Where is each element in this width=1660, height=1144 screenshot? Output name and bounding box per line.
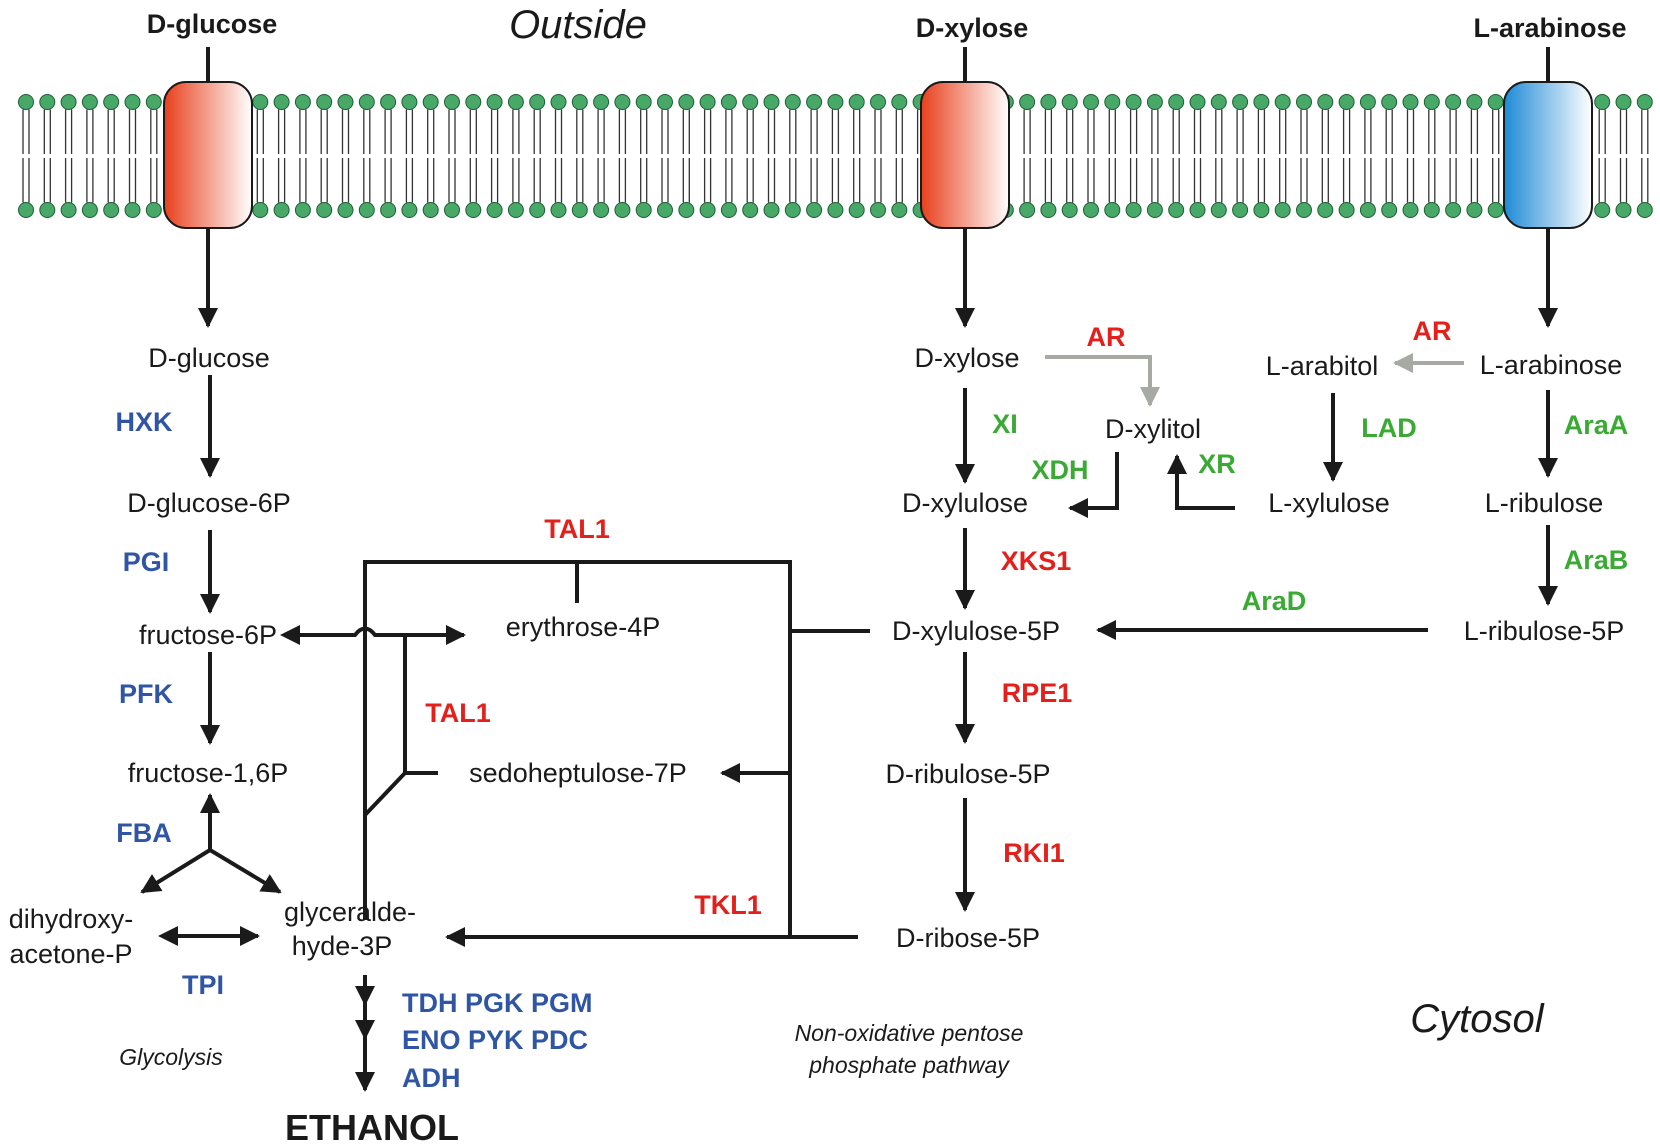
enzyme-pgi: PGI: [123, 547, 170, 577]
cell-membrane: [18, 94, 1653, 218]
metabolite-d-ribose-5p: D-ribose-5P: [896, 923, 1040, 953]
enzyme-xi: XI: [992, 409, 1018, 439]
enzyme-xdh: XDH: [1031, 455, 1088, 485]
enzyme-arab: AraB: [1564, 545, 1629, 575]
metabolite-dhap-line1: dihydroxy-: [9, 904, 134, 934]
cytosol-label: Cytosol: [1410, 997, 1544, 1041]
enzyme-rpe1: RPE1: [1002, 678, 1073, 708]
enzymes: HXK PGI PFK FBA TPI TDH PGK PGM ENO PYK …: [115, 316, 1628, 1093]
metabolite-d-xylulose: D-xylulose: [902, 488, 1028, 518]
enzyme-tal1-top: TAL1: [544, 514, 610, 544]
metabolite-l-xylulose: L-xylulose: [1268, 488, 1390, 518]
enzyme-ar-arabinose: AR: [1413, 316, 1452, 346]
enzyme-xks1: XKS1: [1001, 546, 1072, 576]
enzyme-pfk: PFK: [119, 679, 174, 709]
glycolysis-label: Glycolysis: [119, 1044, 223, 1070]
metabolite-d-xylitol: D-xylitol: [1105, 414, 1201, 444]
glucose-transporter: [163, 47, 253, 229]
arabinose-transporter: [1503, 47, 1593, 229]
enzyme-xr: XR: [1198, 449, 1236, 479]
reaction-arrows: [140, 228, 1558, 1092]
metabolite-glucose-6p: D-glucose-6P: [127, 488, 291, 518]
enzyme-lower-line1: TDH PGK PGM: [402, 988, 593, 1018]
metabolite-erythrose-4p: erythrose-4P: [506, 612, 661, 642]
metabolite-dhap-line2: acetone-P: [9, 939, 132, 969]
enzyme-lower-line2: ENO PYK PDC: [402, 1025, 588, 1055]
enzyme-rki1: RKI1: [1003, 838, 1065, 868]
metabolite-d-glucose: D-glucose: [148, 343, 270, 373]
enzyme-tpi: TPI: [182, 970, 224, 1000]
metabolite-d-ribulose-5p: D-ribulose-5P: [885, 759, 1050, 789]
ethanol-product: ETHANOL: [285, 1107, 459, 1144]
metabolite-l-ribulose: L-ribulose: [1485, 488, 1604, 518]
metabolite-d-xylulose-5p: D-xylulose-5P: [892, 616, 1060, 646]
metabolite-gap-line2: hyde-3P: [292, 931, 393, 961]
metabolite-fructose-16p: fructose-1,6P: [128, 758, 289, 788]
outside-xylose-label: D-xylose: [916, 13, 1029, 43]
enzyme-arad: AraD: [1242, 586, 1307, 616]
metabolite-l-arabinose: L-arabinose: [1480, 350, 1623, 380]
metabolites: D-glucose D-glucose-6P fructose-6P fruct…: [9, 343, 1625, 969]
ppp-label-line1: Non-oxidative pentose: [795, 1020, 1024, 1046]
ppp-label-line2: phosphate pathway: [808, 1052, 1010, 1078]
outside-label: Outside: [509, 3, 647, 47]
outside-arabinose-label: L-arabinose: [1473, 13, 1626, 43]
enzyme-ar-xylose: AR: [1087, 322, 1126, 352]
enzyme-tal1-mid: TAL1: [425, 698, 491, 728]
metabolite-l-arabitol: L-arabitol: [1266, 351, 1379, 381]
metabolite-d-xylose: D-xylose: [914, 343, 1019, 373]
metabolite-l-ribulose-5p: L-ribulose-5P: [1464, 616, 1625, 646]
xylose-transporter: [920, 47, 1010, 229]
outside-glucose-label: D-glucose: [147, 9, 278, 39]
enzyme-lad: LAD: [1361, 413, 1417, 443]
enzyme-hxk: HXK: [115, 407, 173, 437]
enzyme-tkl1: TKL1: [694, 890, 762, 920]
enzyme-fba: FBA: [116, 818, 172, 848]
metabolite-sedoheptulose-7p: sedoheptulose-7P: [469, 758, 687, 788]
metabolite-fructose-6p: fructose-6P: [139, 620, 277, 650]
metabolite-gap-line1: glyceralde-: [284, 897, 416, 927]
enzyme-araa: AraA: [1564, 410, 1629, 440]
enzyme-lower-line3: ADH: [402, 1063, 461, 1093]
